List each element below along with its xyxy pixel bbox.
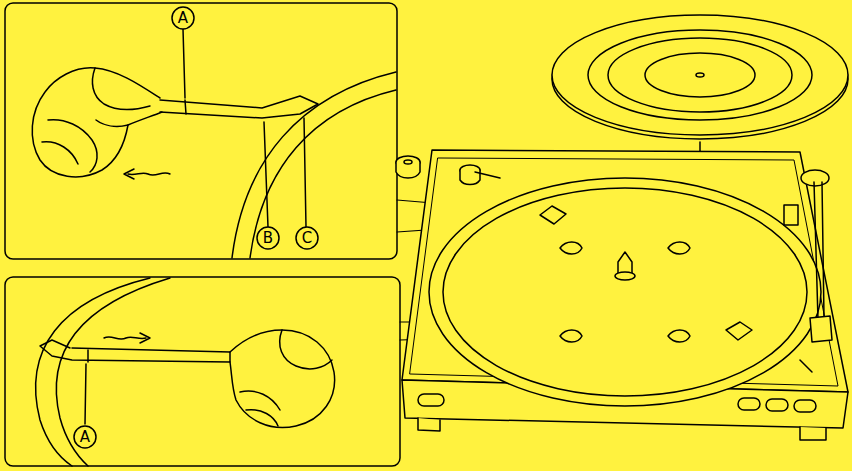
motion-arrow <box>104 337 146 339</box>
belt <box>160 96 318 118</box>
callout-letter: C <box>296 227 318 249</box>
platter <box>668 330 690 342</box>
hand <box>240 391 280 410</box>
turntable-body <box>738 398 760 410</box>
belt <box>40 340 230 362</box>
pulley <box>460 165 500 185</box>
adapter <box>396 156 420 178</box>
hand <box>280 330 332 369</box>
inset-frame <box>5 277 400 466</box>
belt <box>185 100 186 114</box>
inset-frame <box>5 3 397 259</box>
hand <box>48 120 97 172</box>
record <box>588 30 812 120</box>
leader-lines <box>304 118 306 227</box>
tonearm <box>784 170 832 372</box>
motion-arrow <box>140 333 150 343</box>
record <box>645 53 755 97</box>
tonearm <box>814 182 818 320</box>
platter <box>726 322 752 340</box>
record <box>696 73 704 77</box>
platter-edge <box>56 278 170 466</box>
platter <box>615 272 635 280</box>
hand <box>32 68 162 177</box>
turntable-body <box>794 400 816 412</box>
platter <box>443 188 807 396</box>
tonearm <box>800 360 812 372</box>
platter-edge <box>250 90 396 258</box>
pulley <box>475 172 500 178</box>
motion-arrow <box>124 169 134 179</box>
record <box>552 15 848 135</box>
belt <box>160 96 318 118</box>
platter-edge <box>232 72 396 258</box>
leader-lines <box>183 29 306 227</box>
leader-lines <box>85 364 86 424</box>
tonearm <box>784 205 798 225</box>
tonearm <box>801 170 829 186</box>
motion-arrow <box>128 173 170 175</box>
callout-letter: A <box>172 7 194 29</box>
hand <box>32 68 162 177</box>
motion-arrow <box>124 169 170 179</box>
hand <box>92 68 150 110</box>
platter-edge <box>36 278 150 466</box>
leader-lines <box>264 122 268 227</box>
belt <box>87 350 89 362</box>
callout-letter: A <box>74 426 96 448</box>
platter <box>429 178 821 406</box>
turntable-body <box>418 394 444 406</box>
platter-edge <box>36 278 170 466</box>
turntable-body <box>800 427 826 440</box>
inset-frame <box>5 3 397 259</box>
turntable-body <box>766 399 788 411</box>
adapter <box>404 160 412 164</box>
callout-circles <box>296 227 318 249</box>
platter-edge <box>232 72 396 258</box>
hand <box>230 330 335 428</box>
callout-circles <box>257 227 279 249</box>
platter <box>668 242 690 254</box>
callout-circles <box>74 426 96 448</box>
platter <box>540 206 566 224</box>
platter <box>429 178 821 406</box>
callout-circles <box>74 426 96 448</box>
hand <box>230 330 335 428</box>
platter <box>560 242 582 254</box>
leader-lines <box>85 364 86 424</box>
tonearm <box>810 316 832 342</box>
record <box>552 15 848 139</box>
hand <box>246 410 278 426</box>
platter <box>560 330 582 342</box>
leader-lines <box>183 29 185 98</box>
callout-circles <box>172 7 194 29</box>
tonearm <box>822 182 824 318</box>
hand <box>96 120 128 126</box>
callout-circles <box>172 7 318 249</box>
belt <box>40 340 230 362</box>
turntable-body <box>418 418 440 431</box>
callout-letter: B <box>257 227 279 249</box>
hand <box>42 142 78 164</box>
turntable-body <box>402 150 848 440</box>
inset-frame <box>5 277 400 466</box>
record <box>608 38 792 112</box>
motion-arrow <box>104 333 150 343</box>
